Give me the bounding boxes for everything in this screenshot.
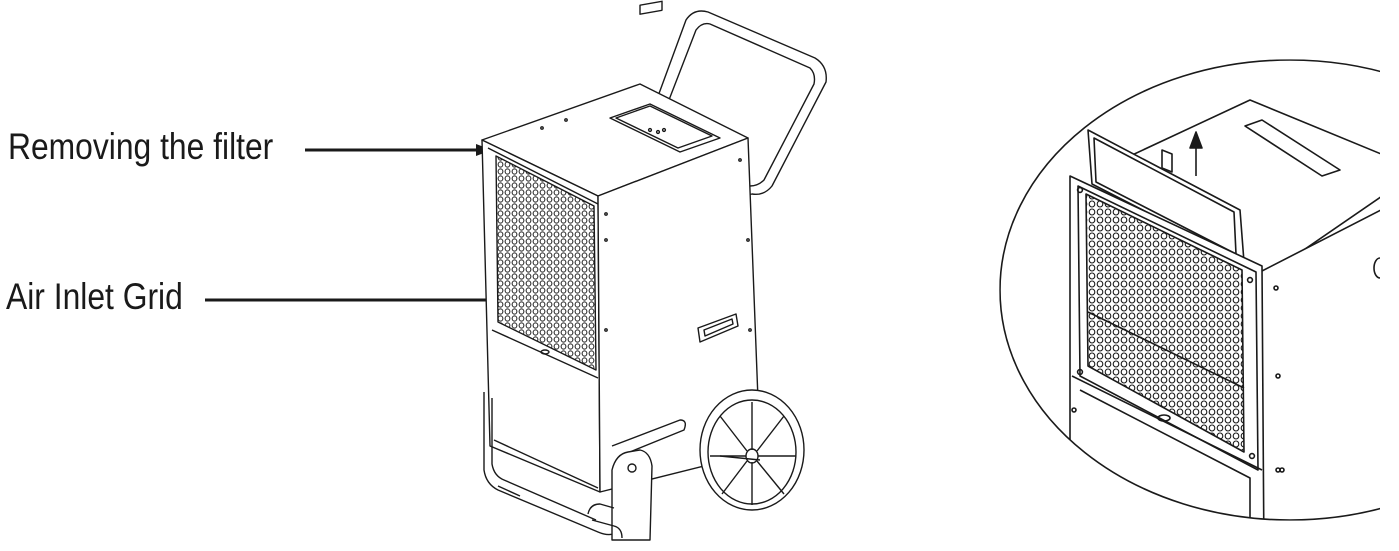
control-panel	[609, 0, 721, 153]
label-removing-filter: Removing the filter	[8, 126, 274, 167]
zoom-circle	[1000, 60, 1399, 520]
leader-arrow-grid	[205, 294, 520, 306]
zoomed-detail	[1069, 99, 1399, 520]
leader-arrow-filter	[305, 144, 492, 156]
side-handle	[697, 313, 739, 343]
wheel	[699, 389, 805, 511]
air-inlet-grid-detail	[1085, 193, 1245, 453]
label-air-inlet-grid: Air Inlet Grid	[6, 276, 183, 317]
pull-up-arrow	[1189, 131, 1203, 176]
base-frame	[483, 392, 687, 541]
air-inlet-grid	[495, 155, 597, 371]
dehumidifier-illustration	[481, 0, 827, 541]
right-crop	[1380, 0, 1399, 551]
